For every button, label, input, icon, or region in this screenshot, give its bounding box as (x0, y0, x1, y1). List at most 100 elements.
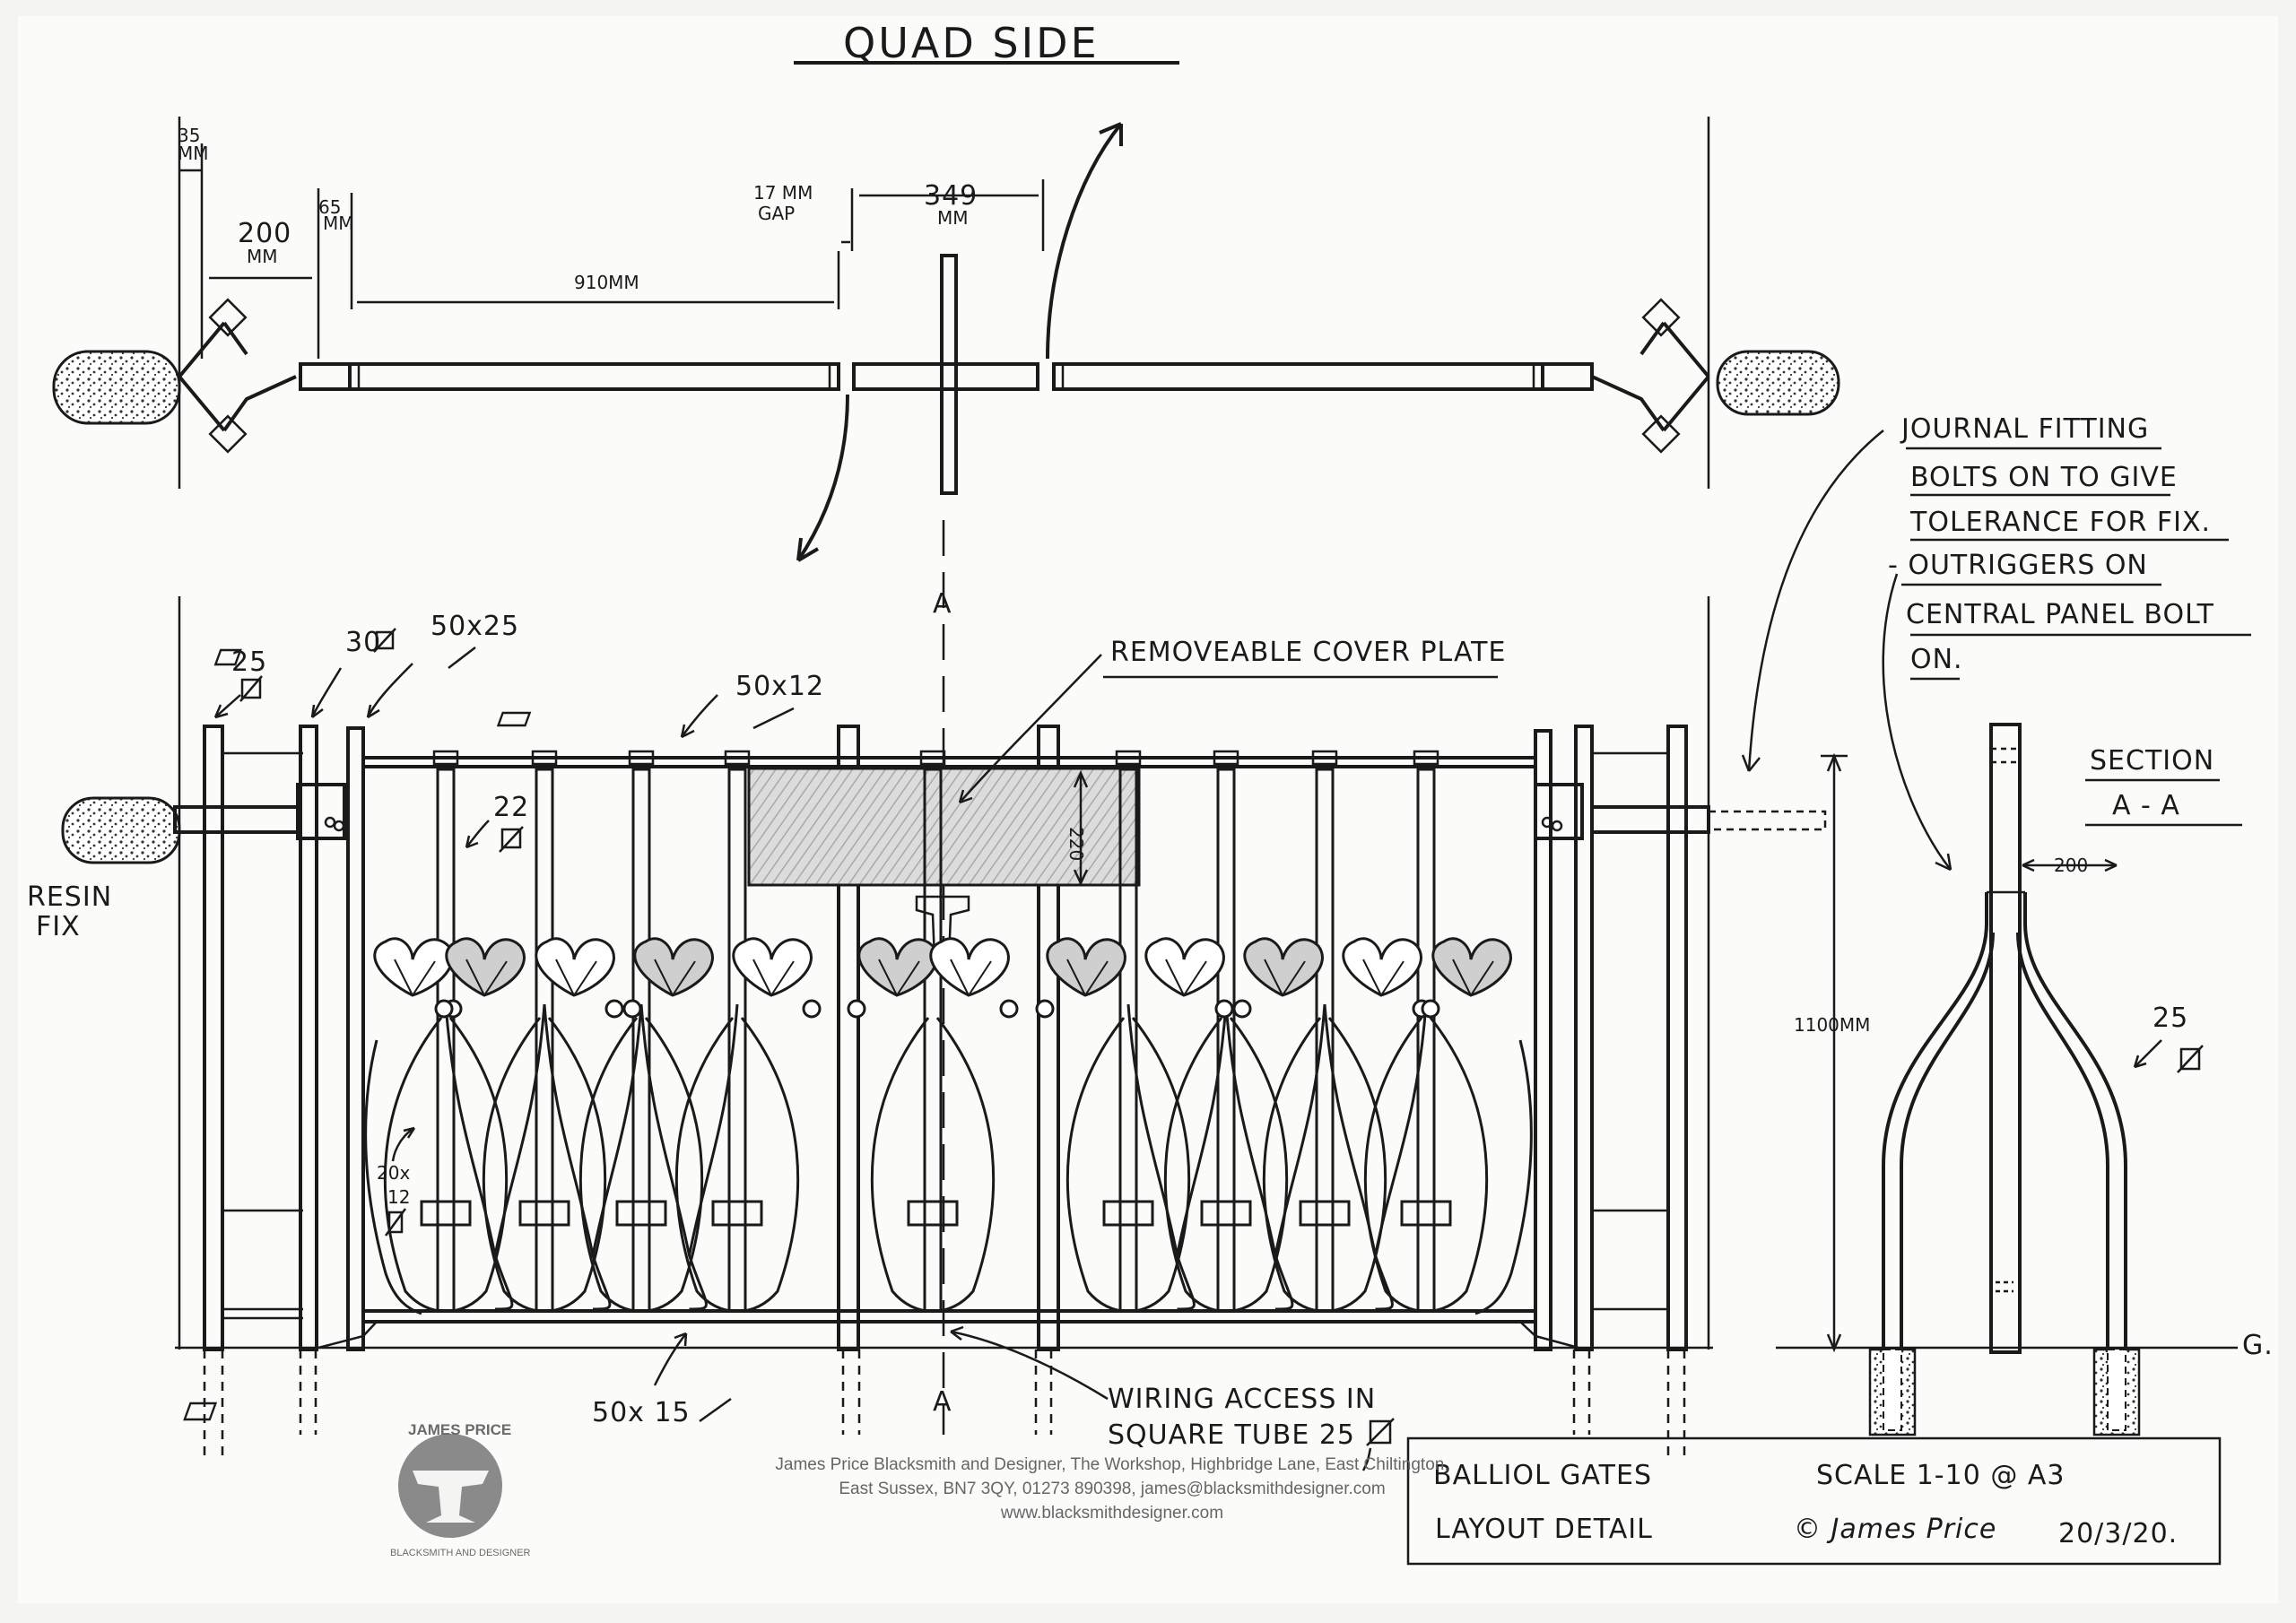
elev-right-post-30 (1574, 725, 1594, 1351)
section-marker-a-bottom: A (933, 1386, 952, 1418)
plan-left-gate-leaf (348, 362, 840, 391)
upright-bar (1200, 750, 1252, 1313)
journal-notes: JOURNAL FITTING BOLTS ON TO GIVE TOLERAN… (1741, 413, 2251, 872)
scroll-loop (444, 1003, 514, 1311)
plan-left-outrigger (178, 321, 297, 432)
section-dim-200: 200 (2054, 855, 2088, 876)
teardrop-loop (1163, 1017, 1289, 1313)
footer-website[interactable]: www.blacksmithdesigner.com (1000, 1504, 1224, 1523)
elev-top-rail-50x12 (361, 756, 1537, 768)
elev-central-post-left (837, 725, 860, 1351)
section-label-25: 25 (2152, 1002, 2188, 1034)
teardrop-loop (578, 1017, 704, 1313)
label-wiring-access: WIRING ACCESS IN (1108, 1384, 1376, 1415)
dim-910: 910MM (574, 272, 639, 293)
leaf-motif (1232, 937, 1324, 1019)
plan-dimensions: 35 MM 200 MM 65 MM 910MM 17 MM GAP 349 M… (178, 125, 1045, 359)
label-fix: FIX (36, 911, 81, 942)
elev-right-journal-fitting (1707, 810, 1827, 831)
label-22: 22 (493, 792, 529, 823)
leaf-motif (434, 937, 526, 1019)
elevation-labels: 25 30 50x25 50x12 22 20x 12 RESIN FIX RE… (27, 611, 1506, 1471)
label-25: 25 (231, 647, 267, 678)
note-line-3: TOLERANCE FOR FIX. (1909, 507, 2211, 538)
title-signature: © James Price (1794, 1514, 1996, 1545)
elev-left-post-50x25 (346, 726, 365, 1351)
scroll-loop (1224, 1003, 1294, 1311)
section-marker-a-top: A (933, 588, 952, 620)
section-outrigger-right (2023, 892, 2127, 1350)
leaf-motif (929, 937, 1019, 1019)
leaf-motif (1144, 937, 1234, 1019)
elev-left-resin-plug (61, 796, 181, 864)
upright-bar (518, 750, 570, 1313)
elev-left-outrigger-arm (173, 805, 302, 834)
elev-left-post-30 (299, 725, 318, 1351)
elev-right-post-50x25 (1534, 729, 1552, 1351)
plan-right-outrigger (1591, 321, 1710, 432)
plan-right-gate-leaf (1052, 362, 1544, 391)
title-block: BALLIOL GATES SCALE 1-10 @ A3 LAYOUT DET… (1406, 1436, 2222, 1566)
footer-address-2: East Sussex, BN7 3QY, 01273 890398, jame… (839, 1480, 1386, 1498)
upright-bar (1400, 750, 1452, 1313)
note-line-5: CENTRAL PANEL BOLT (1906, 599, 2214, 630)
elev-central-post-right (1037, 725, 1060, 1351)
elevation-view: 220 (61, 596, 1827, 1462)
section-line-a: A A (933, 520, 952, 1435)
dim-35-unit: MM (178, 143, 209, 164)
title-layout-detail: LAYOUT DETAIL (1435, 1514, 1653, 1545)
elev-right-post-25 (1666, 725, 1688, 1351)
dim-gap: GAP (758, 203, 795, 224)
elev-left-post-25 (203, 725, 224, 1351)
plan-swing-arrow-right (1046, 122, 1123, 360)
dim-349: 349 (924, 180, 978, 212)
section-outrigger-left (1882, 892, 1988, 1350)
label-30: 30 (345, 627, 381, 658)
elev-right-outrigger-arm (1590, 805, 1710, 834)
label-12: 12 (387, 1186, 410, 1208)
teardrop-loop (1065, 1017, 1191, 1313)
plan-hinge-post-left (299, 362, 352, 391)
dim-65: 65 (318, 196, 341, 218)
blacksmith-logo: JAMES PRICE BLACKSMITH AND DESIGNER (390, 1421, 531, 1558)
elev-bottom-rail-50x15 (361, 1309, 1537, 1324)
section-dim-1100: 1100MM (1794, 1014, 1870, 1036)
teardrop-loop (482, 1017, 607, 1313)
elev-left-journal (296, 783, 346, 840)
teardrop-loop (870, 1017, 996, 1313)
teardrop-loop (674, 1017, 800, 1313)
scroll-loop (688, 1003, 739, 1256)
dim-65-unit: MM (323, 213, 354, 234)
leaf-motif (1035, 937, 1126, 1019)
heading-quad-side: QUAD SIDE (843, 19, 1100, 67)
label-50x15: 50x 15 (592, 1397, 691, 1428)
scroll-loop (1126, 1003, 1196, 1311)
upright-bar (615, 750, 667, 1313)
leaf-motif (1421, 937, 1512, 1019)
section-title: SECTION (2090, 745, 2214, 777)
teardrop-loop (1363, 1017, 1489, 1313)
elev-leaf-motifs (373, 937, 1512, 1019)
plan-central-panel (852, 362, 1039, 391)
note-line-1: JOURNAL FITTING (1900, 413, 2149, 445)
plan-right-outrigger-end-bottom (1641, 414, 1681, 454)
dim-35: 35 (178, 125, 200, 146)
teardrop-loop (1262, 1017, 1387, 1313)
leaf-motif (622, 937, 714, 1019)
section-title-aa: A - A (2112, 790, 2180, 821)
elev-footings (203, 1350, 1686, 1462)
logo-bottom-text: BLACKSMITH AND DESIGNER (390, 1548, 531, 1558)
elev-removeable-cover-plate (747, 767, 1141, 887)
label-50x25: 50x25 (430, 611, 519, 642)
upright-bar (420, 750, 472, 1313)
dim-220: 220 (1065, 827, 1087, 861)
label-square-tube: SQUARE TUBE 25 (1108, 1419, 1355, 1451)
plan-right-resin-plug (1716, 350, 1840, 416)
scroll-loop (543, 1003, 612, 1311)
title-balliol-gates: BALLIOL GATES (1433, 1460, 1652, 1491)
dim-200-unit: MM (247, 246, 278, 267)
plan-central-post (940, 254, 958, 495)
section-central-post (1989, 723, 2022, 1354)
label-removeable-cover-plate: REMOVEABLE COVER PLATE (1110, 637, 1506, 668)
